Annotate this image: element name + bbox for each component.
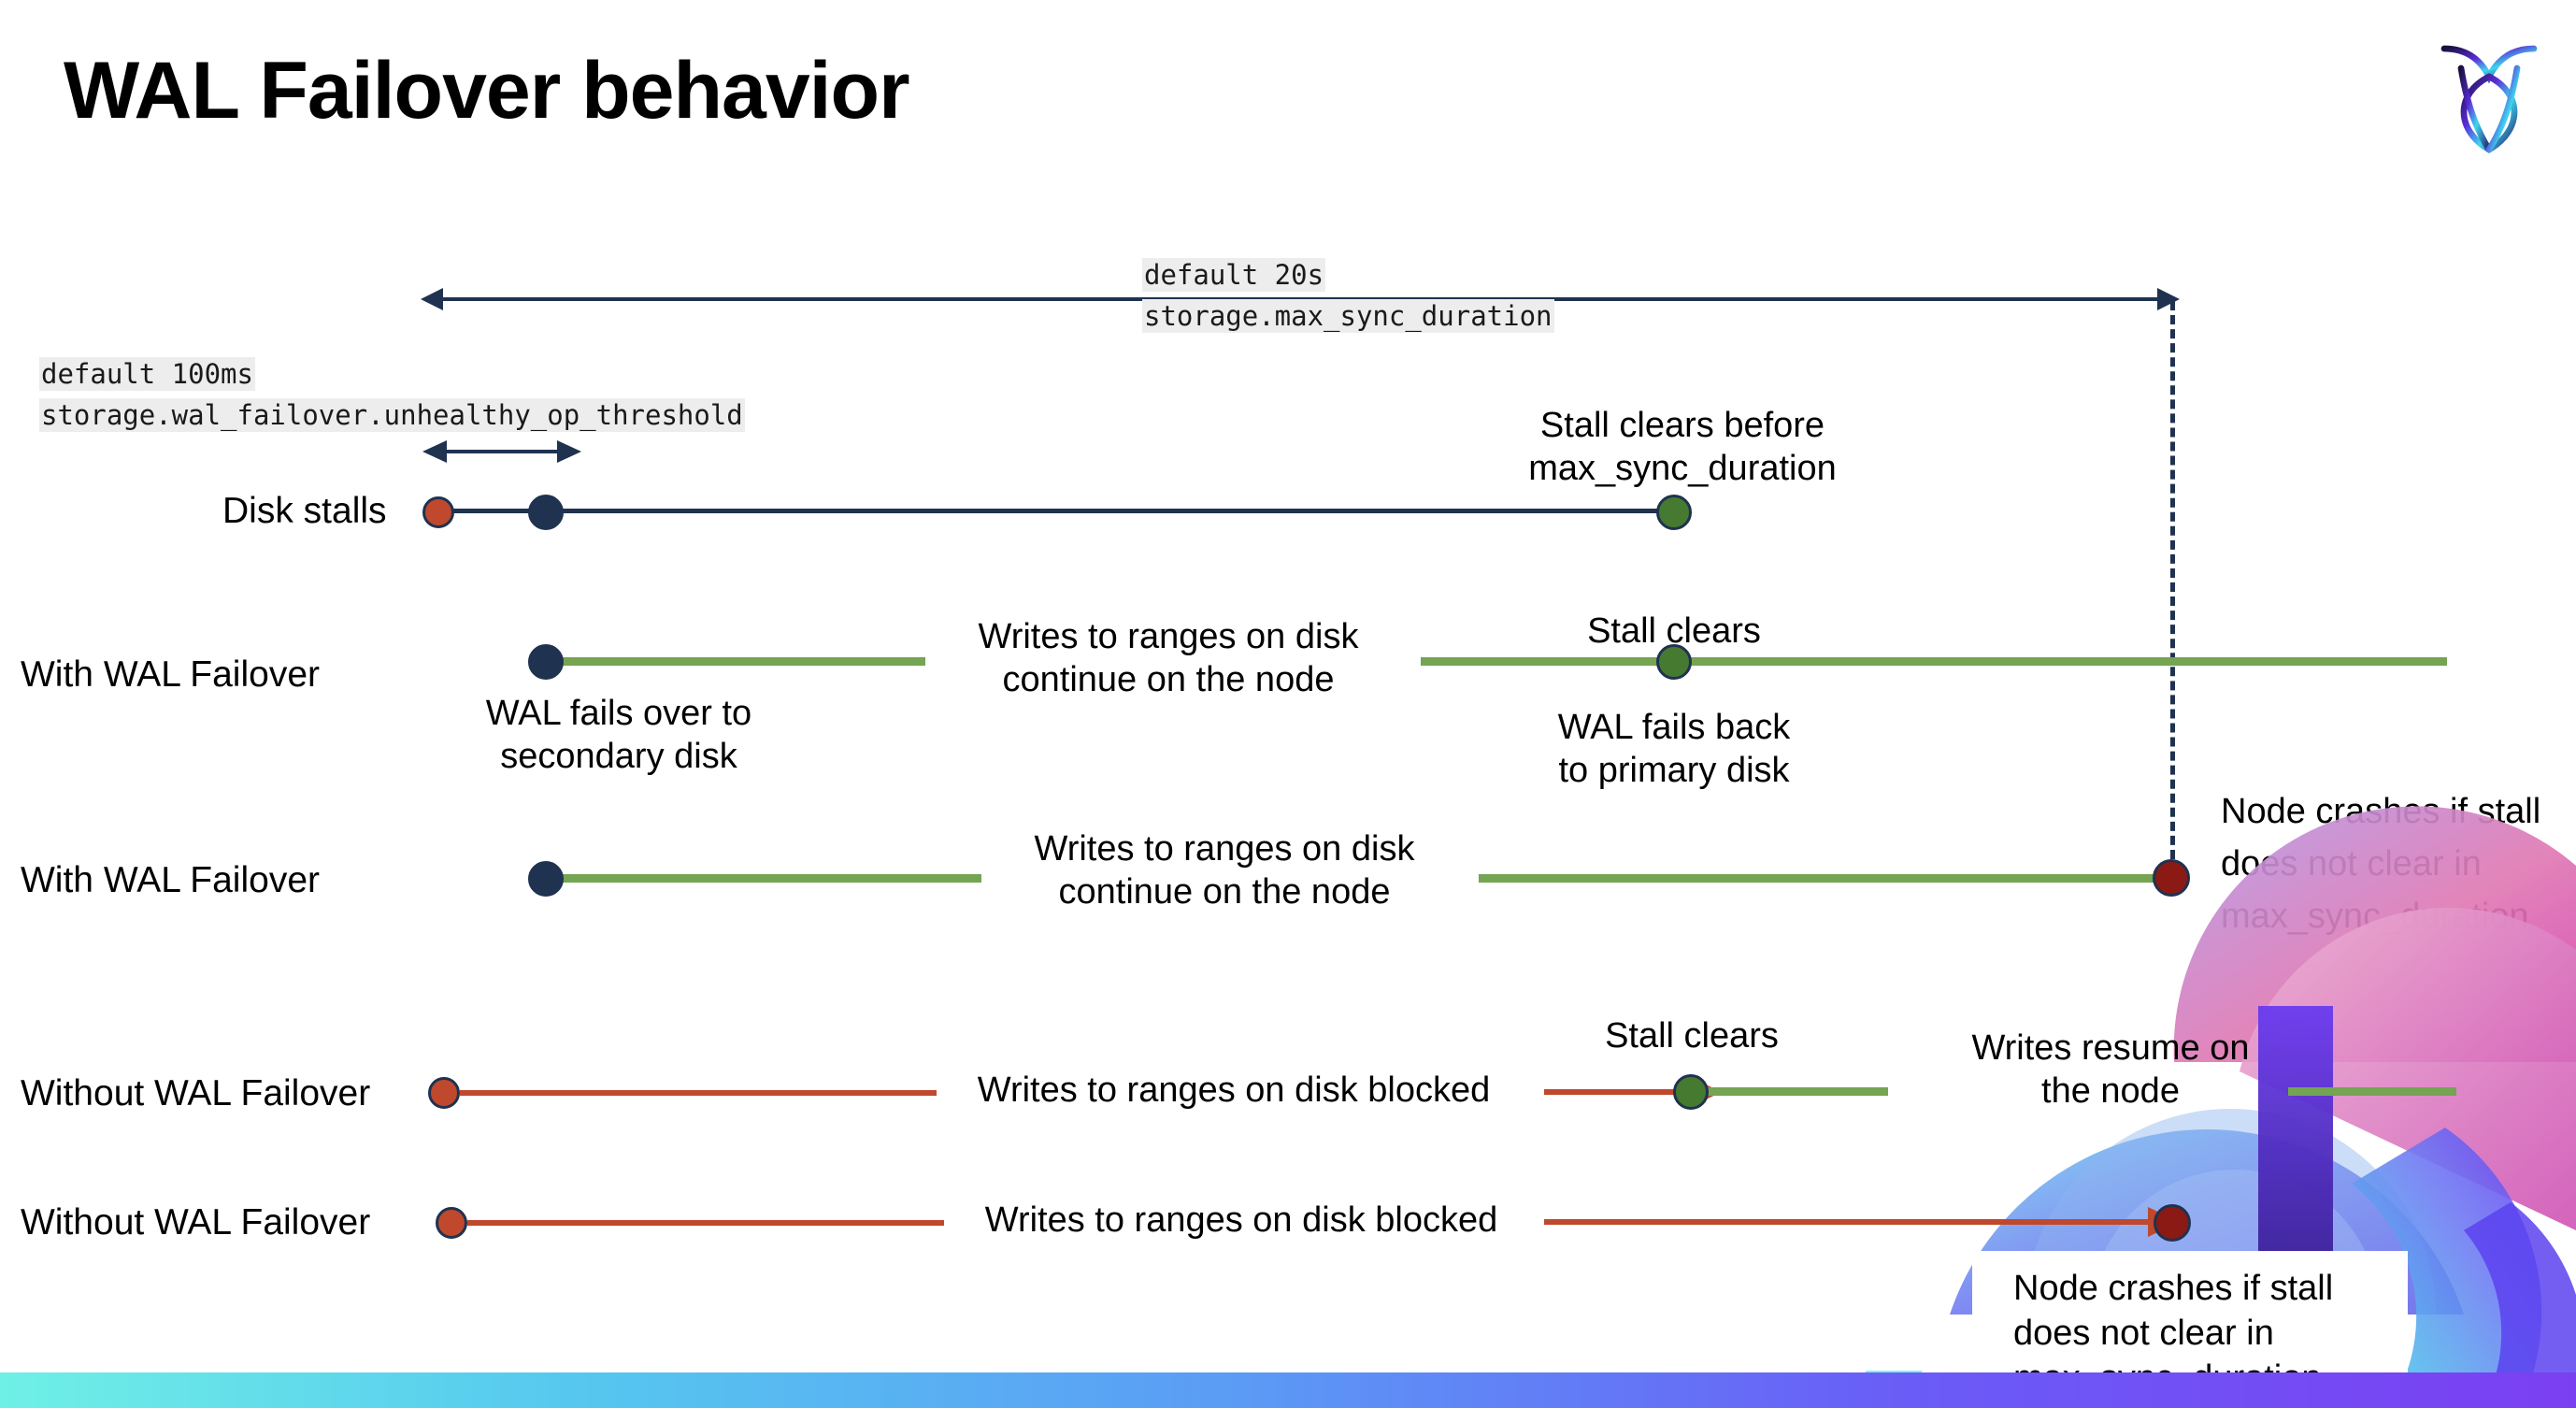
with-failover-1-failback-line1: WAL fails back (1557, 708, 1791, 747)
without-failover-1-clear-note: Stall clears (1514, 1014, 1869, 1057)
max-sync-duration-dashed-guide (2170, 301, 2175, 873)
without-failover-1-blocked-note: Writes to ranges on disk blocked (944, 1069, 1524, 1112)
disk-stalls-start-dot (422, 496, 454, 528)
page-title: WAL Failover behavior (64, 46, 910, 136)
with-failover-2-mid-note-line2: continue on the node (1058, 872, 1391, 912)
max-sync-default-label: default 20s (1142, 258, 1326, 292)
disk-stalls-clear-note: Stall clears before max_sync_duration (1458, 404, 1907, 490)
with-failover-2-start-dot (528, 861, 564, 897)
without-failover-1-clear-dot (1673, 1074, 1709, 1110)
row-label-without-wal-failover-2: Without WAL Failover (21, 1202, 371, 1243)
with-failover-2-segment-b (1479, 874, 2170, 883)
row-label-with-wal-failover-1: With WAL Failover (21, 654, 320, 695)
with-failover-2-crash-note: Node crashes if stall does not clear in … (2221, 785, 2576, 942)
unhealthy-op-threshold-setting: default 100ms storage.wal_failover.unhea… (39, 353, 745, 436)
without-failover-2-crash-line2: does not clear in (2013, 1314, 2274, 1353)
unhealthy-setting-name: storage.wal_failover.unhealthy_op_thresh… (39, 398, 745, 432)
row-label-disk-stalls: Disk stalls (222, 491, 387, 531)
disk-stalls-clear-note-line2: max_sync_duration (1528, 449, 1837, 488)
unhealthy-op-threshold-double-arrow-icon (422, 440, 581, 463)
with-failover-1-start-note-line2: secondary disk (500, 737, 737, 776)
with-failover-1-clear-dot (1656, 644, 1692, 680)
disk-stalls-timeline (439, 509, 1679, 513)
with-failover-2-crash-line1: Node crashes if stall (2221, 792, 2541, 831)
disk-stalls-clear-dot (1656, 495, 1692, 530)
with-failover-1-clear-note: Stall clears (1496, 610, 1852, 653)
without-failover-2-blocked-label: Writes to ranges on disk blocked (984, 1200, 1498, 1240)
with-failover-1-start-note: WAL fails over to secondary disk (413, 692, 824, 778)
without-failover-1-resume-line-b (2288, 1087, 2456, 1096)
without-failover-2-crash-line1: Node crashes if stall (2013, 1269, 2334, 1308)
without-failover-2-start-dot (436, 1207, 467, 1239)
without-failover-2-blocked-line-a (467, 1220, 944, 1226)
without-failover-1-clear-label: Stall clears (1605, 1016, 1779, 1056)
with-failover-2-crash-dot (2153, 859, 2190, 897)
with-failover-1-mid-note-line2: continue on the node (1002, 660, 1335, 699)
with-failover-2-crash-line3: max_sync_duration (2221, 897, 2529, 936)
with-failover-1-failback-note: WAL fails back to primary disk (1487, 706, 1861, 792)
with-failover-1-mid-note: Writes to ranges on disk continue on the… (935, 615, 1402, 701)
with-failover-2-crash-line2: does not clear in (2221, 844, 2482, 884)
with-failover-1-start-dot (528, 644, 564, 680)
with-failover-2-mid-note: Writes to ranges on disk continue on the… (991, 827, 1458, 913)
with-failover-1-start-note-line1: WAL fails over to (485, 694, 752, 733)
unhealthy-default-label: default 100ms (39, 357, 255, 391)
without-failover-2-blocked-note: Writes to ranges on disk blocked (952, 1199, 1531, 1242)
without-failover-2-crash-dot (2154, 1204, 2191, 1242)
row-label-without-wal-failover-1: Without WAL Failover (21, 1073, 371, 1113)
without-failover-1-resume-line1: Writes resume on (1971, 1028, 2250, 1068)
without-failover-1-resume-note: Writes resume on the node (1914, 1027, 2307, 1113)
with-failover-2-segment-a (542, 874, 981, 883)
without-failover-1-blocked-label: Writes to ranges on disk blocked (977, 1070, 1491, 1110)
disk-stalls-clear-note-line1: Stall clears before (1539, 406, 1825, 445)
with-failover-1-segment-a (542, 657, 925, 666)
max-sync-setting-name: storage.max_sync_duration (1142, 299, 1554, 333)
without-failover-1-blocked-line-a (460, 1090, 937, 1096)
with-failover-2-mid-note-line1: Writes to ranges on disk (1034, 829, 1415, 869)
with-failover-1-failback-line2: to primary disk (1558, 751, 1790, 790)
cockroachdb-logo-icon (2419, 21, 2559, 161)
with-failover-1-clear-note-label: Stall clears (1587, 611, 1761, 651)
without-failover-2-blocked-arrow (1544, 1207, 2180, 1237)
bottom-gradient-bar (0, 1372, 2576, 1408)
disk-stalls-failover-dot (528, 495, 564, 530)
max-sync-duration-setting: default 20s storage.max_sync_duration (1142, 254, 1554, 337)
with-failover-1-mid-note-line1: Writes to ranges on disk (978, 617, 1359, 656)
without-failover-1-resume-line2: the node (2041, 1071, 2180, 1111)
row-label-with-wal-failover-2: With WAL Failover (21, 860, 320, 900)
without-failover-1-resume-line-a (1701, 1087, 1888, 1096)
without-failover-1-start-dot (428, 1077, 460, 1109)
with-failover-1-segment-b (1421, 657, 2447, 666)
